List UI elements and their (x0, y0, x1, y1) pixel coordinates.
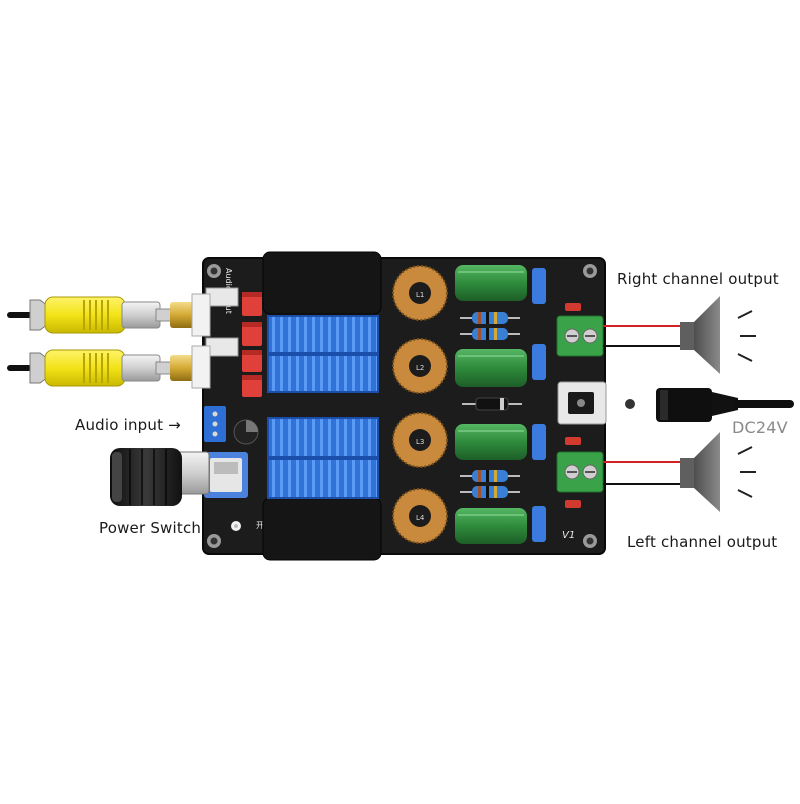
resistor (460, 470, 520, 482)
left-speaker-wires (603, 461, 686, 485)
blue-capacitor (532, 268, 546, 304)
power-switch-block (204, 452, 248, 498)
right-speaker-icon (680, 296, 756, 374)
right-speaker-wires (603, 325, 686, 347)
toroid-inductor: L4 (392, 488, 448, 544)
mounting-hole (583, 534, 597, 548)
diode (462, 397, 522, 411)
red-capacitor (242, 292, 262, 316)
power-knob[interactable] (110, 448, 210, 506)
heatsink-bottom (267, 417, 379, 499)
audio-input-connector (204, 406, 226, 442)
amp-chip-top (262, 251, 382, 315)
inductor-label: L3 (416, 438, 424, 446)
film-capacitor (455, 349, 527, 387)
mounting-hole (207, 264, 221, 278)
film-capacitor (455, 424, 527, 460)
toroid-inductor: L3 (392, 412, 448, 468)
inductor-label: L2 (416, 364, 424, 372)
power-switch-label: Power Switch (99, 519, 202, 537)
left-speaker-icon (680, 432, 756, 512)
right-channel-output-label: Right channel output (617, 270, 779, 288)
mounting-hole (207, 534, 221, 548)
dc-power-jack (557, 381, 607, 425)
red-capacitor (242, 350, 262, 372)
rca-plug-bottom (7, 345, 211, 389)
electrolytic-capacitor (233, 419, 259, 445)
red-capacitor (242, 375, 262, 397)
left-channel-output-label: Left channel output (627, 533, 778, 551)
dc-power-label: DC24V (732, 418, 788, 437)
right-channel-terminal (556, 315, 604, 357)
red-smd-capacitor (565, 437, 581, 445)
film-capacitor (455, 265, 527, 301)
red-smd-capacitor (565, 500, 581, 508)
audio-input-label: Audio input → (75, 416, 181, 434)
red-capacitor (242, 322, 262, 346)
led-indicator (231, 521, 241, 531)
toroid-inductor: L2 (392, 338, 448, 394)
resistor (460, 328, 520, 340)
inductor-label: L1 (416, 291, 424, 299)
toroid-inductor: L1 (392, 265, 448, 321)
heatsink-top (267, 315, 379, 393)
red-smd-capacitor (565, 303, 581, 311)
resistor (460, 486, 520, 498)
amp-chip-bottom (262, 497, 382, 561)
resistor (460, 312, 520, 324)
mounting-hole (583, 264, 597, 278)
left-channel-terminal (556, 451, 604, 493)
input-header (205, 337, 239, 357)
blue-capacitor (532, 506, 546, 542)
dc-barrel-plug (625, 388, 794, 422)
input-header (205, 287, 239, 307)
film-capacitor (455, 508, 527, 544)
rca-plug-top (7, 293, 211, 337)
blue-capacitor (532, 344, 546, 380)
blue-capacitor (532, 424, 546, 460)
board-version-label: V1 (562, 530, 575, 541)
inductor-label: L4 (416, 514, 425, 522)
